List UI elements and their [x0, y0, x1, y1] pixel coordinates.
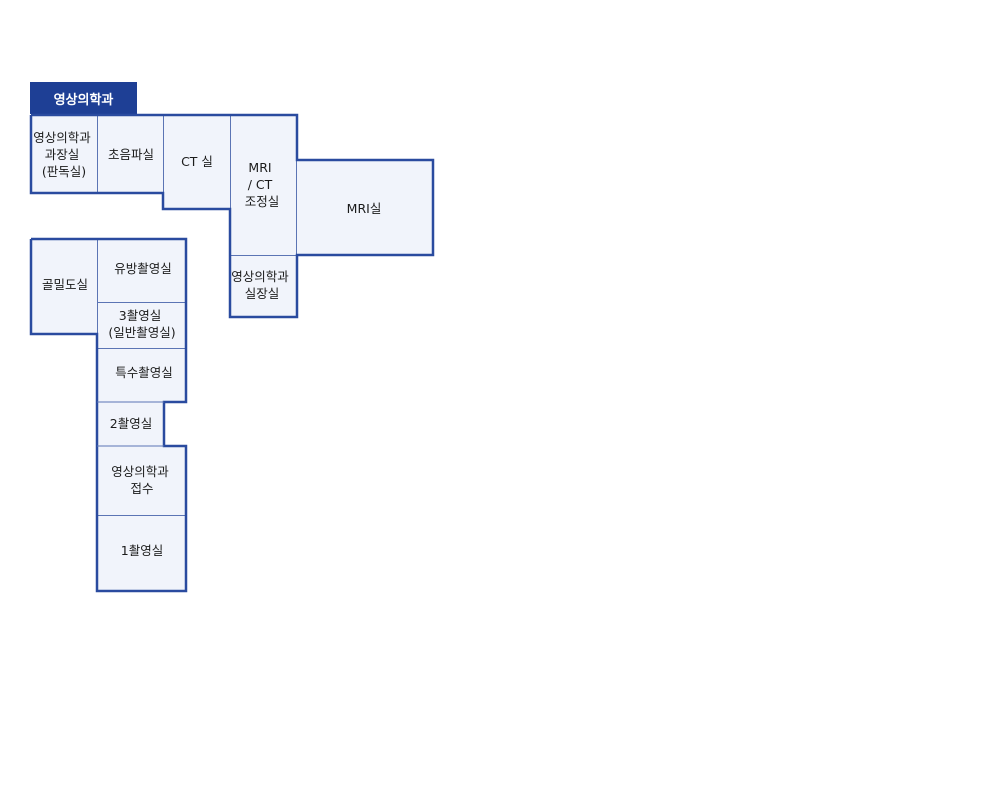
room-fills: [31, 115, 433, 591]
room-ultrasound-label[interactable]: 초음파실: [108, 147, 154, 162]
room-outlines: [29, 113, 435, 593]
room-labels: 영상의학과 과장실 (판독실) 초음파실 CT 실 MRI / CT 조정실 M…: [33, 130, 381, 558]
room-dividers: [97, 115, 297, 516]
room-xray1-label[interactable]: 1촬영실: [121, 543, 163, 558]
room-mammo-label[interactable]: 유방촬영실: [114, 261, 172, 276]
room-mri-label[interactable]: MRI실: [347, 201, 382, 216]
room-office-label[interactable]: 영상의학과 과장실 (판독실): [33, 130, 95, 179]
room-control-label[interactable]: MRI / CT 조정실: [245, 160, 280, 209]
room-xray3-label[interactable]: 3촬영실 (일반촬영실): [108, 308, 175, 340]
room-ct-label[interactable]: CT 실: [181, 154, 213, 169]
room-reception-label[interactable]: 영상의학과 접수: [111, 464, 173, 496]
room-chief-label[interactable]: 영상의학과 실장실: [231, 269, 293, 301]
bottom-block-outline: [29, 237, 188, 593]
room-special-label[interactable]: 특수촬영실: [115, 365, 173, 380]
top-block-outline: [29, 113, 435, 319]
department-title: 영상의학과: [30, 82, 137, 114]
room-bone-label[interactable]: 골밀도실: [42, 277, 88, 292]
room-xray2-label[interactable]: 2촬영실: [110, 416, 152, 431]
